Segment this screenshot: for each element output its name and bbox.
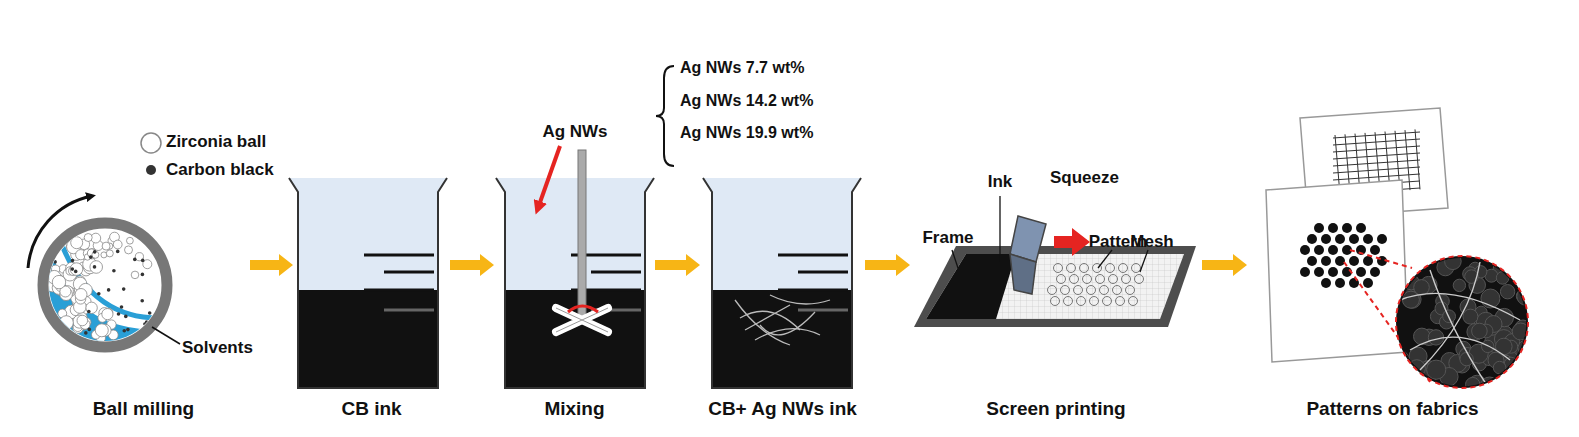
part-label: Solvents: [182, 338, 253, 358]
process-step: Patterns on fabrics: [1250, 110, 1535, 428]
part-label: Squeeze: [1050, 168, 1119, 188]
flow-arrow: [1202, 254, 1247, 276]
flow-arrow: [655, 254, 700, 276]
step-label: Ball milling: [40, 398, 247, 420]
part-label: Frame: [922, 228, 973, 248]
part-label: Ag NWs 7.7 wt%: [680, 59, 804, 77]
process-step: Mixing: [497, 110, 652, 428]
part-label: Carbon black: [166, 160, 274, 180]
step-label: CB+ Ag NWs ink: [703, 398, 862, 420]
part-label: Ag NWs 14.2 wt%: [680, 92, 813, 110]
part-label: Zirconia ball: [166, 132, 266, 152]
part-label: Ag NWs 19.9 wt%: [680, 124, 813, 142]
step-label: Patterns on fabrics: [1250, 398, 1535, 420]
process-step: Ball milling: [40, 110, 247, 428]
flow-arrow: [865, 254, 910, 276]
part-label: Mesh: [1130, 232, 1173, 252]
part-label: Ag NWs: [542, 122, 607, 142]
process-step: CB+ Ag NWs ink: [703, 110, 862, 428]
flow-arrow: [450, 254, 494, 276]
flow-arrow: [250, 254, 293, 276]
process-step: Screen printing: [913, 110, 1199, 428]
step-label: CB ink: [296, 398, 447, 420]
step-label: Screen printing: [913, 398, 1199, 420]
step-label: Mixing: [497, 398, 652, 420]
part-label: Ink: [988, 172, 1013, 192]
process-step: CB ink: [296, 110, 447, 428]
